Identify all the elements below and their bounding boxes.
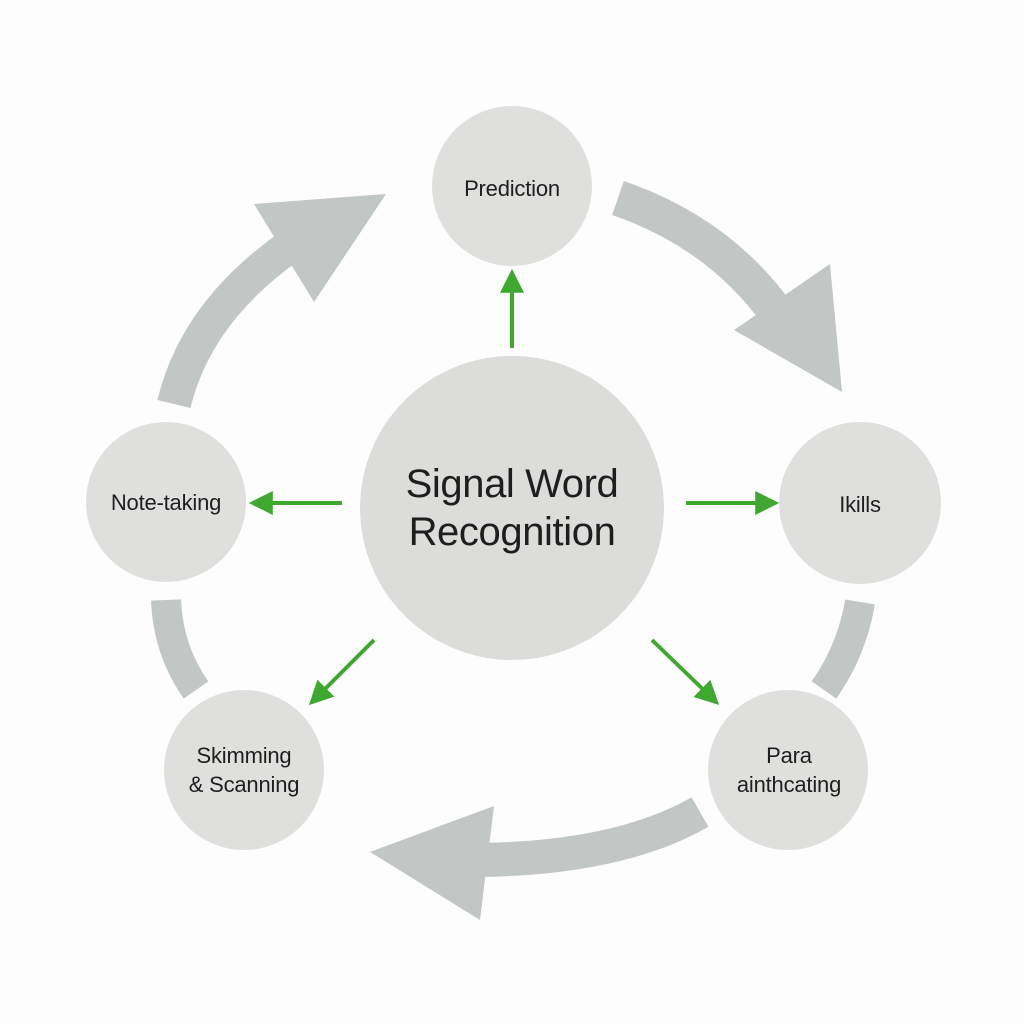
spoke-arrow-to-skimming xyxy=(308,638,376,706)
node-circle-ikills xyxy=(779,422,941,584)
cycle-arrowhead-prediction-to-ikills xyxy=(734,264,842,392)
skimming-label-line-2: & Scanning xyxy=(188,772,300,797)
node-circle-note-taking xyxy=(86,422,246,582)
node-label-ikills: Ikills xyxy=(780,484,940,524)
center-label-line-1: Signal Word xyxy=(405,462,619,506)
center-node-circle xyxy=(360,356,664,660)
ikills-label: Ikills xyxy=(839,491,881,517)
node-label-prediction: Prediction xyxy=(432,166,592,210)
cycle-arrowhead-note-taking-to-prediction xyxy=(254,194,386,302)
skimming-label-line-1: Skimming xyxy=(196,743,292,768)
node-label-skimming: Skimming & Scanning xyxy=(162,738,326,802)
center-label-line-2: Recognition xyxy=(408,510,616,554)
node-circle-skimming xyxy=(164,690,324,850)
center-node-label: Signal Word Recognition xyxy=(372,448,652,568)
cycle-arrowhead-para-to-skimming xyxy=(370,806,494,920)
cycle-arc-note-taking-to-prediction xyxy=(157,232,300,409)
para-label-line-2: ainthcating xyxy=(736,772,842,797)
cycle-arc-para-to-skimming xyxy=(479,797,709,877)
node-circle-prediction xyxy=(432,106,592,266)
spoke-arrow-to-para xyxy=(650,638,720,706)
node-label-note-taking: Note-taking xyxy=(86,482,246,522)
para-label-line-1: Para xyxy=(766,743,812,768)
node-label-para: Para ainthcating xyxy=(704,738,874,802)
node-circle-para xyxy=(708,690,868,850)
prediction-label: Prediction xyxy=(464,175,560,201)
cycle-arc-skimming-to-note-taking xyxy=(151,599,209,699)
note-taking-label: Note-taking xyxy=(110,489,222,515)
cycle-arc-ikills-to-para xyxy=(811,599,875,699)
